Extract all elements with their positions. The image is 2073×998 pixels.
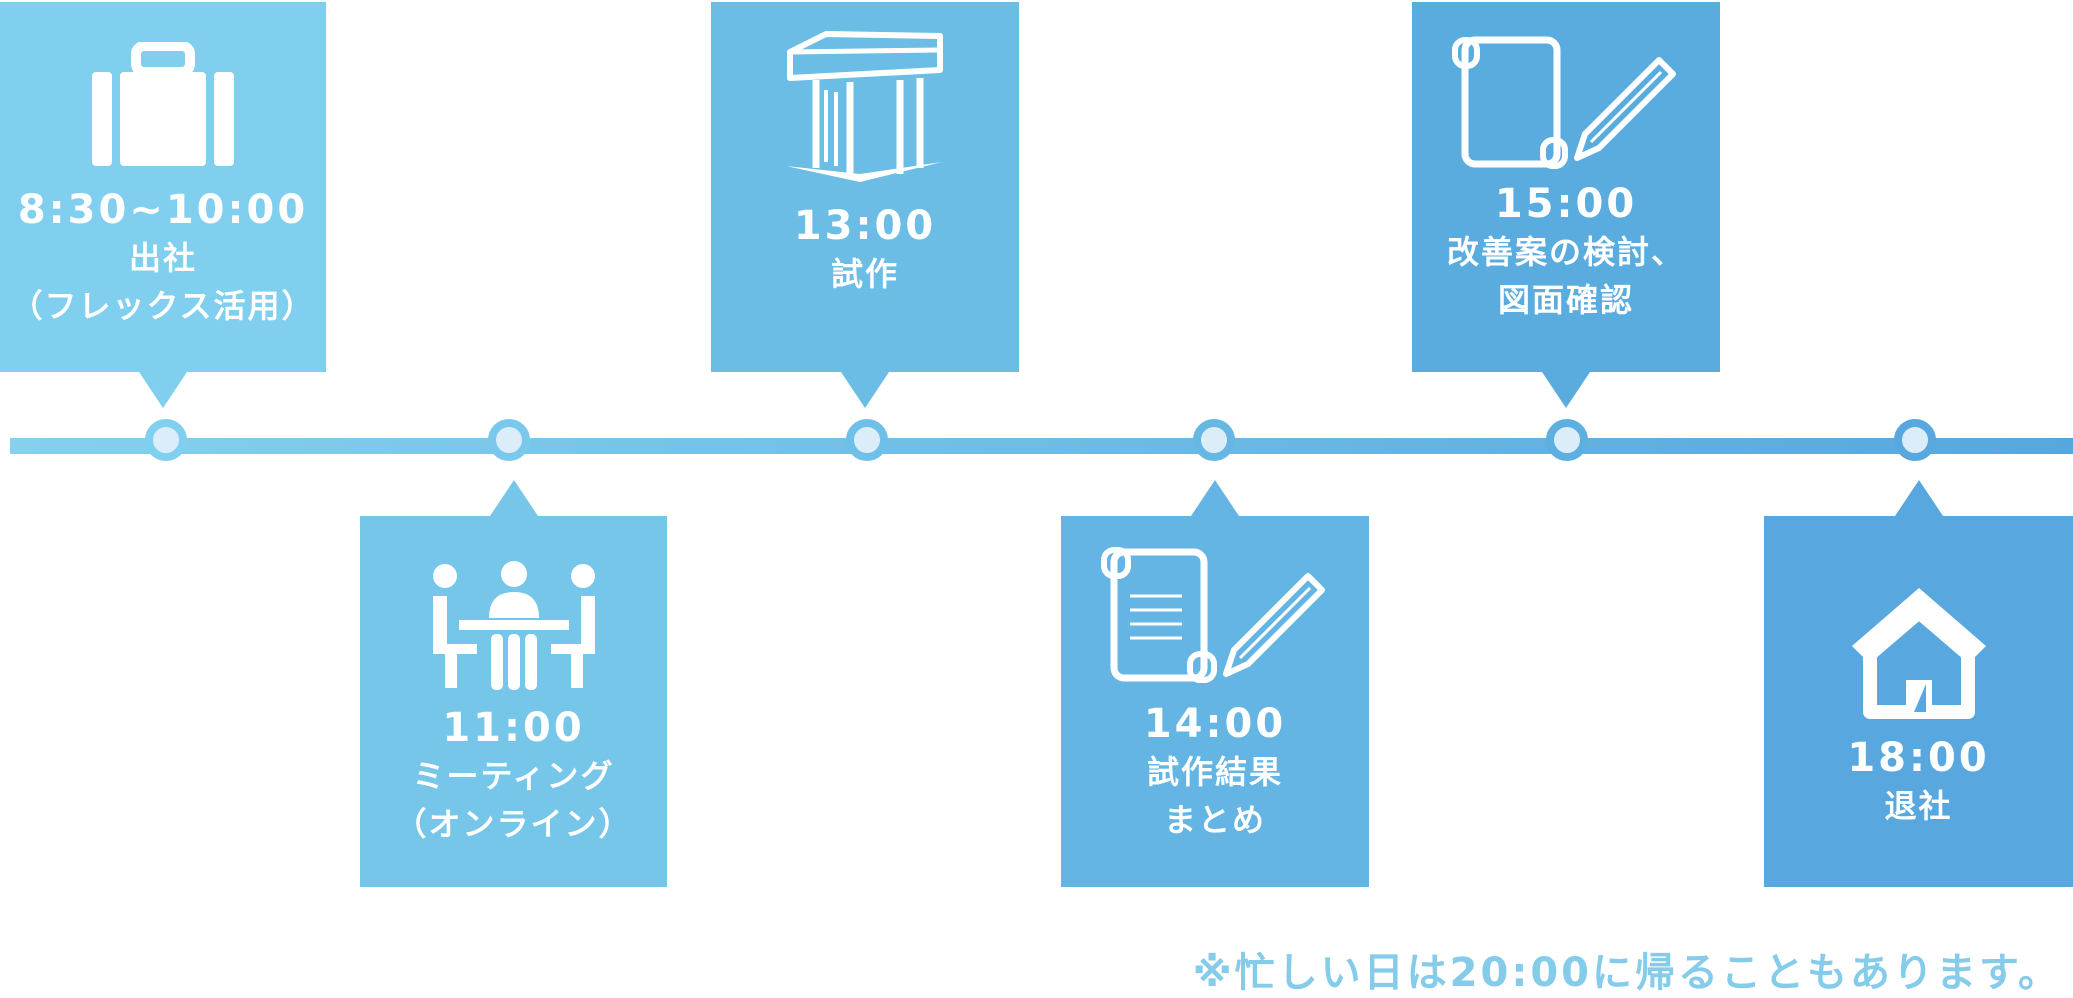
card-label: ミーティング — [412, 757, 615, 795]
schedule-card-1: 8:30~10:00 出社 （フレックス活用） — [0, 2, 326, 408]
card-label: 試作結果 — [1146, 753, 1283, 791]
briefcase-icon — [92, 42, 234, 166]
schedule-card-5: 15:00 改善案の検討、 図面確認 — [1412, 2, 1720, 408]
timeline-node-6 — [1894, 419, 1936, 461]
timeline-node-2 — [488, 419, 530, 461]
card-time: 18:00 — [1847, 735, 1990, 781]
card-time: 14:00 — [1143, 701, 1287, 747]
timeline-node-3 — [846, 419, 888, 461]
footnote: ※忙しい日は20:00に帰ることもあります。 — [1192, 950, 2061, 996]
schedule-card-2: 11:00 ミーティング （オンライン） — [360, 480, 667, 887]
card-time: 15:00 — [1494, 181, 1638, 227]
card-label-sub: まとめ — [1163, 801, 1266, 839]
card-label-sub: （オンライン） — [394, 805, 633, 843]
timeline-node-5 — [1546, 419, 1588, 461]
card-label: 退社 — [1884, 787, 1953, 825]
card-label-sub: 図面確認 — [1497, 281, 1634, 319]
blueprint-pencil-icon — [1452, 36, 1676, 169]
meeting-icon — [432, 561, 595, 690]
timeline-node-4 — [1193, 419, 1235, 461]
card-time: 13:00 — [793, 203, 937, 249]
schedule-card-6: 18:00 退社 — [1764, 480, 2073, 887]
timeline-line — [10, 438, 2073, 454]
document-pencil-icon — [1101, 547, 1325, 683]
card-time: 11:00 — [442, 705, 585, 751]
prototype-icon — [786, 31, 943, 182]
home-icon — [1851, 588, 1986, 719]
schedule-card-4: 14:00 試作結果 まとめ — [1061, 480, 1369, 887]
timeline-node-1 — [145, 419, 187, 461]
card-label: 出社 — [128, 239, 197, 277]
card-label: 試作 — [830, 255, 899, 293]
schedule-card-3: 13:00 試作 — [711, 2, 1019, 408]
card-label-sub: （フレックス活用） — [10, 287, 316, 325]
card-label: 改善案の検討、 — [1446, 233, 1685, 271]
card-time: 8:30~10:00 — [17, 187, 309, 233]
